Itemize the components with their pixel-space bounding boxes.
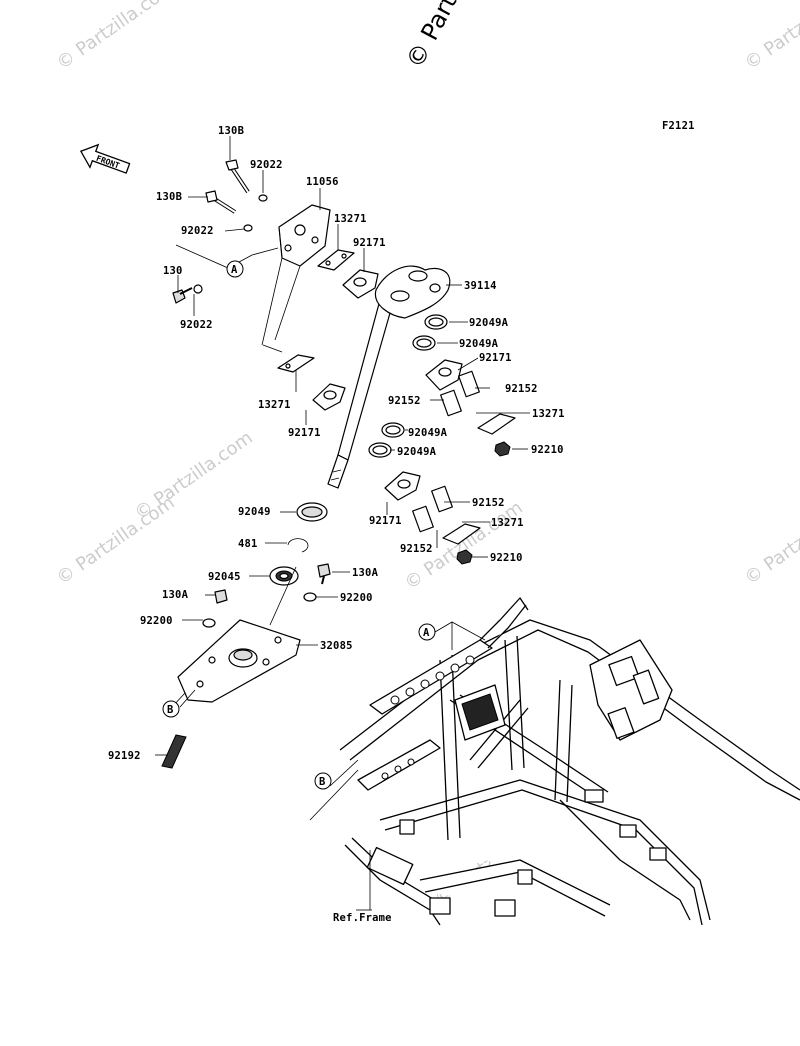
part-labels: 130B 92022 11056 130B 13271 92022 92171 … [108,125,565,924]
washer-92200 [202,618,216,628]
part-label[interactable]: 39114 [464,280,497,292]
nut-92210 [494,441,511,457]
clamp-13271-upper [317,249,355,271]
front-arrow-icon: FRONT [79,143,131,174]
ref-marker-b-frame: B [314,772,332,790]
bolt-130b-2 [205,190,237,214]
watermark-main: © Partzilla.com [401,0,513,73]
ref-a-label: A [231,264,238,276]
collar-92152 [458,370,480,398]
part-label[interactable]: 92171 [288,427,321,439]
clamp-13271-lower [442,523,481,545]
ref-b-label: B [167,704,174,716]
steering-shaft-assembly [161,159,516,769]
bracket-32085 [177,619,301,703]
part-label[interactable]: 92022 [180,319,213,331]
part-label[interactable]: 130B [156,191,182,203]
frame-reference [309,597,800,926]
part-label[interactable]: 92152 [388,395,421,407]
washer-92022 [243,224,253,232]
ref-marker-a: A [226,260,244,278]
part-label[interactable]: 13271 [258,399,291,411]
watermark: © Partzilla.com [741,492,800,589]
part-label[interactable]: 13271 [491,517,524,529]
part-label[interactable]: 32085 [320,640,353,652]
ref-b-label: B [319,776,326,788]
holder-39114 [374,265,451,319]
part-label[interactable]: 92171 [353,237,386,249]
part-label[interactable]: 92049A [459,338,499,350]
part-label[interactable]: 92200 [340,592,373,604]
clamp-92171-upper [342,269,379,299]
part-label[interactable]: 92171 [369,515,402,527]
watermark: © Partzilla.com [741,0,800,74]
collar-92152 [440,389,462,417]
bracket-11056 [278,204,331,267]
part-label[interactable]: 130 [163,265,183,277]
part-label[interactable]: 130A [352,567,379,579]
part-label[interactable]: 92049A [397,446,437,458]
clamp-13271-mid [477,413,516,435]
washer-92022 [258,194,268,202]
clamp-13271-left [277,354,315,373]
washer-92022 [193,284,203,294]
figure-code: F2121 [662,120,695,132]
clamp-92171-lower [384,471,421,501]
stud-92192 [161,734,187,769]
part-label[interactable]: 130A [162,589,189,601]
part-label[interactable]: 92192 [108,750,141,762]
ref-marker-b: B [162,700,180,718]
nut-92210 [456,549,473,565]
ref-marker-a-frame: A [418,623,436,641]
part-label[interactable]: 130B [218,125,244,137]
watermark: © Partzilla.com [53,0,179,74]
bolt-130 [172,287,193,304]
part-label[interactable]: 92152 [400,543,433,555]
collar-92152 [431,485,453,513]
part-label[interactable]: 92171 [479,352,512,364]
part-label[interactable]: 92200 [140,615,173,627]
part-label[interactable]: 13271 [532,408,565,420]
part-label[interactable]: 92049 [238,506,271,518]
bearing-92045 [269,566,299,586]
part-label[interactable]: 92049A [408,427,448,439]
part-label[interactable]: 92022 [181,225,214,237]
part-label[interactable]: 13271 [334,213,367,225]
part-label[interactable]: 92152 [472,497,505,509]
circlip-481 [287,538,309,553]
clamp-92171-left [312,383,346,411]
part-label[interactable]: 92210 [531,444,564,456]
collar-92152 [412,505,434,533]
ref-a-label: A [423,627,430,639]
washer-92200 [303,592,317,602]
clamp-92171-mid [425,359,463,391]
bolt-130b-1 [225,159,250,194]
bolt-130a [317,563,331,585]
part-label[interactable]: 481 [238,538,258,550]
part-label[interactable]: 92049A [469,317,509,329]
part-label[interactable]: 92022 [250,159,283,171]
part-label[interactable]: 92210 [490,552,523,564]
seal-92049 [296,502,328,522]
part-label[interactable]: 11056 [306,176,339,188]
part-label[interactable]: 92152 [505,383,538,395]
bolt-130a [214,589,228,604]
ref-frame-label: Ref.Frame [333,912,392,924]
part-label[interactable]: 92045 [208,571,241,583]
